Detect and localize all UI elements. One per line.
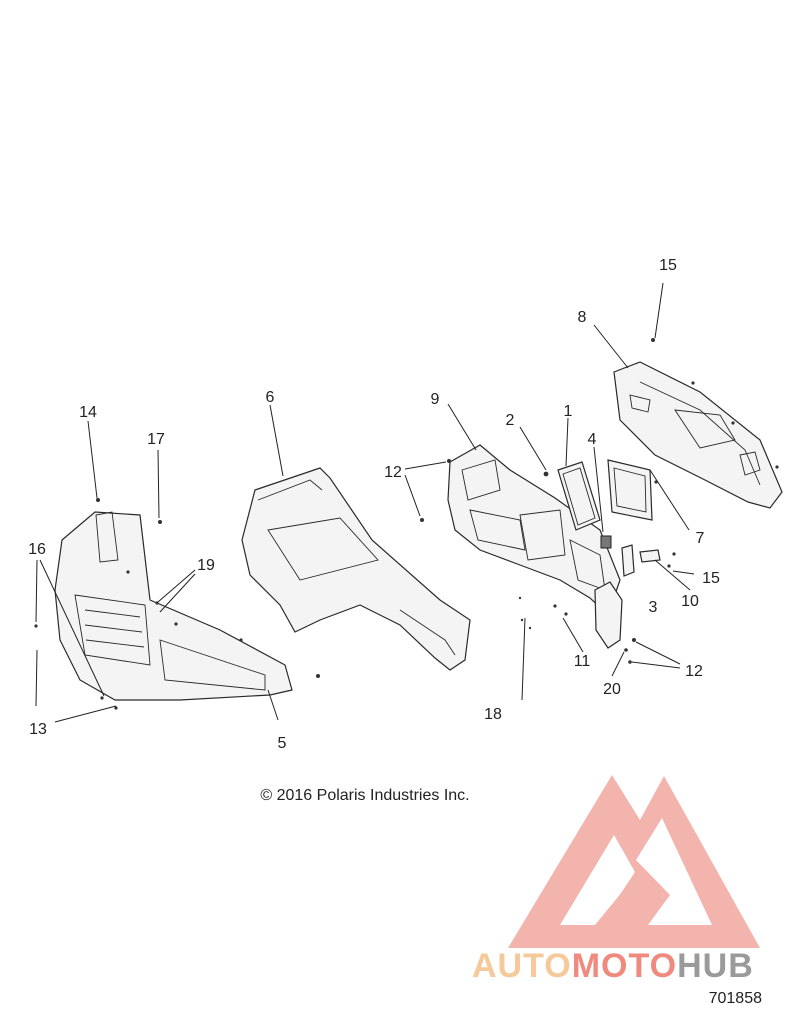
callout-4: 4 xyxy=(588,431,597,448)
callout-6: 6 xyxy=(266,389,275,406)
callout-labels: 1 2 3 4 5 6 7 8 9 10 11 12 12 13 14 15 1… xyxy=(28,257,720,752)
side-trim-panel xyxy=(594,581,623,649)
callout-11: 11 xyxy=(574,653,591,670)
bezel-gasket xyxy=(557,461,601,531)
callout-10: 10 xyxy=(681,593,699,610)
callout-1: 1 xyxy=(564,403,573,420)
upper-dash-panel xyxy=(613,361,783,509)
front-fascia xyxy=(54,511,293,701)
copyright-notice: © 2016 Polaris Industries Inc. xyxy=(260,787,470,804)
callout-5: 5 xyxy=(278,735,287,752)
watermark-auto: AUTO xyxy=(472,947,572,985)
callout-15-top: 15 xyxy=(659,257,677,274)
watermark-moto: MOTO xyxy=(572,947,677,985)
watermark-text: AUTOMOTOHUB xyxy=(472,947,754,985)
callout-12-right: 12 xyxy=(685,663,703,680)
lower-dash-panel xyxy=(447,444,621,617)
callout-17: 17 xyxy=(147,431,165,448)
switch-plate xyxy=(621,544,635,577)
svg-text:AUTOMOTOHUB: AUTOMOTOHUB xyxy=(472,947,754,985)
callout-9: 9 xyxy=(431,391,440,408)
callout-13: 13 xyxy=(29,721,47,738)
leader-lines xyxy=(35,282,695,723)
callout-19: 19 xyxy=(197,557,215,574)
callout-15-right: 15 xyxy=(702,570,720,587)
callout-14: 14 xyxy=(79,404,97,421)
hardware-fasteners xyxy=(34,338,779,710)
callout-12-left: 12 xyxy=(384,464,402,481)
callout-7: 7 xyxy=(696,530,705,547)
callout-2: 2 xyxy=(506,412,515,429)
switch-part xyxy=(600,535,612,549)
figure-number: 701858 xyxy=(708,990,762,1007)
watermark-hub: HUB xyxy=(677,947,754,985)
callout-3: 3 xyxy=(649,599,658,616)
callout-20: 20 xyxy=(603,681,621,698)
hood xyxy=(241,467,471,671)
switch-blank-plate xyxy=(639,549,661,563)
callout-8: 8 xyxy=(578,309,587,326)
callout-16: 16 xyxy=(28,541,46,558)
watermark-logo xyxy=(508,775,760,948)
callout-18: 18 xyxy=(484,706,502,723)
